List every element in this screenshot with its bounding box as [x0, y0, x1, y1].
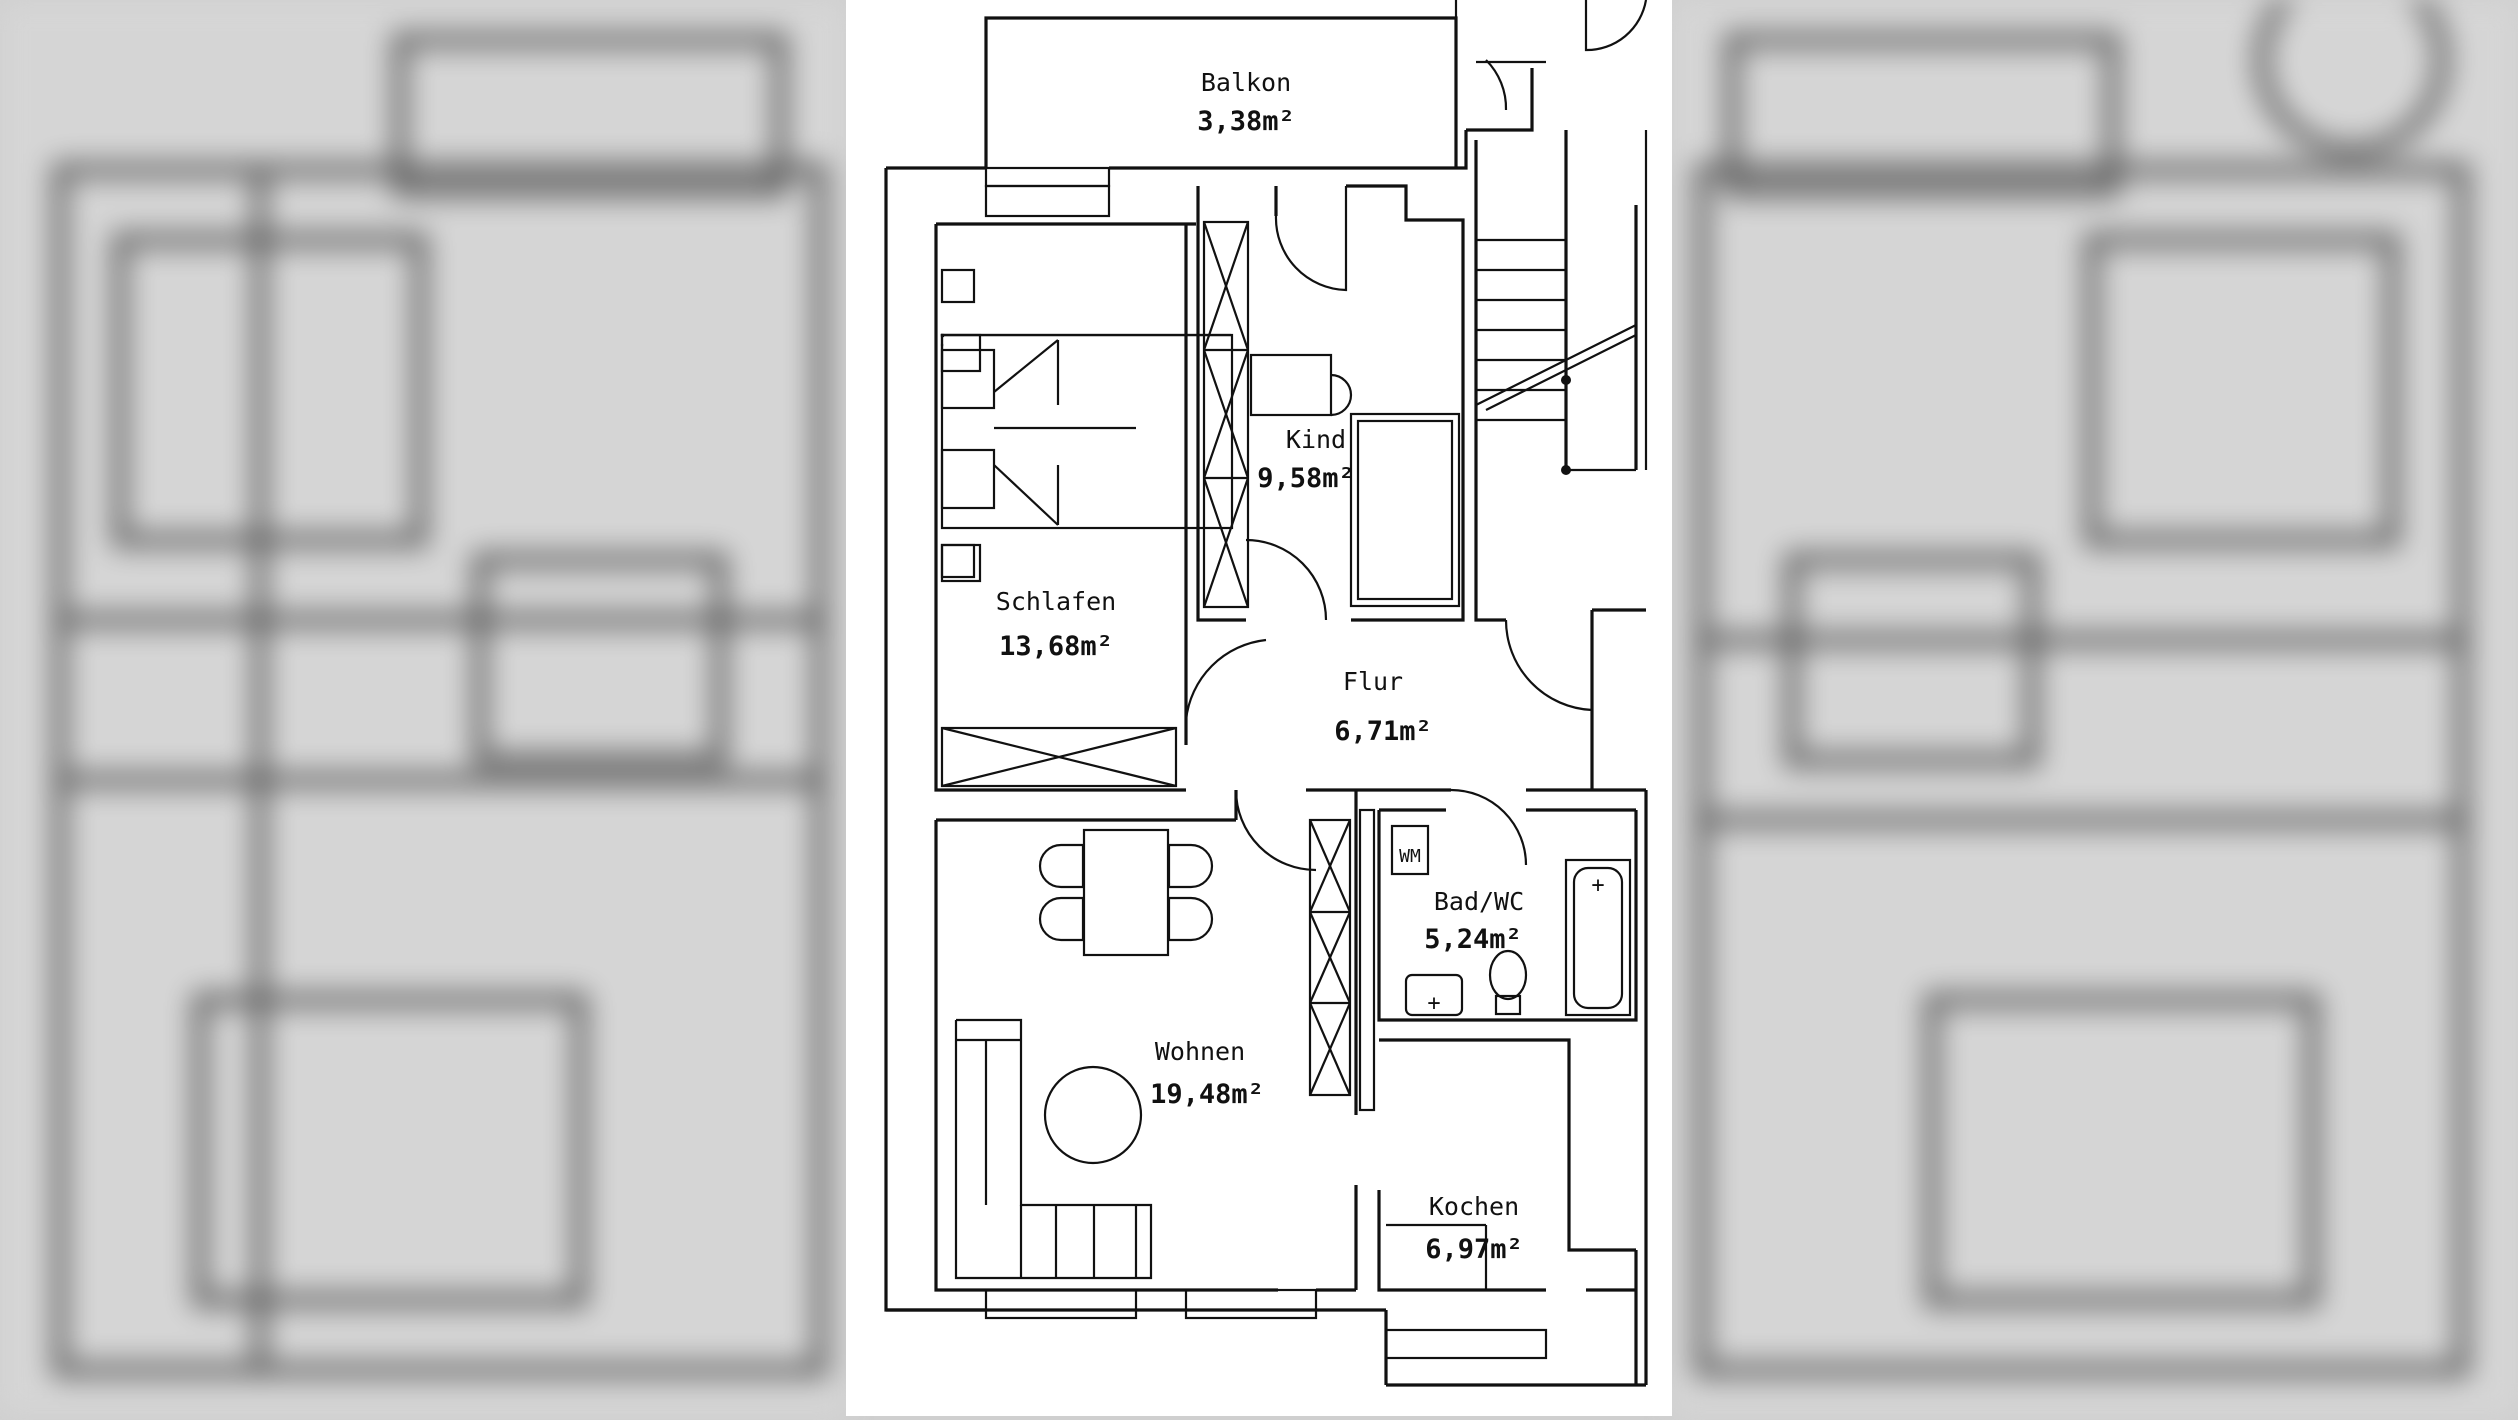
room-name-kind: Kind	[1286, 425, 1346, 454]
room-area-wohnen: 19,48m²	[1150, 1079, 1264, 1110]
stairwell	[1476, 130, 1646, 475]
floor-plan: + + Balkon 3,38m² Kind 9,58m² Schlafen 1…	[846, 0, 1672, 1416]
wardrobe-schlafen	[942, 728, 1176, 786]
svg-text:+: +	[1591, 873, 1604, 898]
balcony	[986, 0, 1646, 168]
outer-walls	[886, 68, 1646, 1385]
room-area-schlafen: 13,68m²	[999, 631, 1113, 662]
room-name-kochen: Kochen	[1429, 1192, 1519, 1221]
room-labels: Balkon 3,38m² Kind 9,58m² Schlafen 13,68…	[996, 68, 1524, 1265]
sofa-set	[956, 1020, 1151, 1278]
blurred-backdrop-left	[0, 0, 846, 1416]
washer-label: WM	[1399, 846, 1421, 867]
double-bed	[942, 270, 1232, 581]
room-area-kind: 9,58m²	[1257, 463, 1355, 494]
room-name-bad: Bad/WC	[1434, 887, 1524, 916]
room-area-flur: 6,71m²	[1334, 716, 1432, 747]
dining-set	[1040, 830, 1212, 955]
bathroom-fixtures: + +	[1392, 826, 1630, 1016]
interior-walls	[936, 140, 1646, 1385]
svg-text:+: +	[1427, 991, 1440, 1016]
room-area-bad: 5,24m²	[1424, 924, 1522, 955]
blurred-backdrop-right	[1672, 0, 2518, 1416]
room-name-schlafen: Schlafen	[996, 587, 1116, 616]
room-name-flur: Flur	[1343, 667, 1403, 696]
wardrobe-kind	[1204, 222, 1248, 607]
room-name-wohnen: Wohnen	[1155, 1037, 1245, 1066]
room-area-kochen: 6,97m²	[1425, 1234, 1523, 1265]
room-area-balkon: 3,38m²	[1197, 106, 1295, 137]
room-name-balkon: Balkon	[1201, 68, 1291, 97]
kitchen-cabinet	[1310, 810, 1374, 1110]
